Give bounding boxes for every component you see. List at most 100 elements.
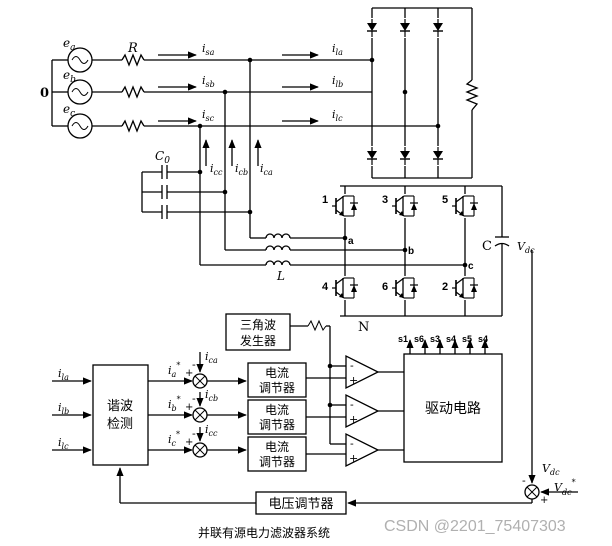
sum-junction-c	[192, 442, 208, 458]
cur-reg-c-line2: 调节器	[259, 455, 295, 469]
switch-1-label: 1	[322, 194, 328, 206]
svg-text:ec: ec	[63, 102, 75, 119]
svg-text:Vdc*: Vdc*	[554, 478, 576, 497]
switch-4-label: 4	[322, 281, 329, 293]
cur-reg-b-line1: 电流	[265, 403, 289, 417]
gate-out-2: s6	[414, 334, 424, 344]
icb-sub: cb	[239, 168, 249, 177]
fb-icb-sym: i	[205, 388, 209, 401]
svg-text:Vdc: Vdc	[542, 462, 560, 477]
vdc-sym: V	[517, 240, 526, 253]
node-b-label: b	[408, 246, 414, 257]
inductor-c	[265, 260, 291, 266]
triangle-gen-line2: 发生器	[240, 333, 276, 348]
triangle-wave-icon	[307, 319, 327, 332]
ia-ref-sub: a	[172, 370, 177, 379]
fb-icc-sub: cc	[209, 429, 218, 438]
gate-out-1: s1	[398, 334, 408, 344]
source-b: eb	[63, 68, 93, 105]
cur-reg-a-line1: 电流	[265, 366, 289, 380]
capacitor-c0: C0	[141, 149, 253, 219]
node-c-label: c	[468, 261, 474, 272]
sum-c-minus: -	[192, 427, 196, 440]
gate-out-4: s4	[446, 334, 456, 344]
ic-ref-sup: *	[176, 430, 180, 439]
comp-a-plus: +	[349, 374, 358, 387]
svg-text:isb: isb	[202, 74, 215, 89]
svg-text:ilc: ilc	[332, 108, 343, 123]
source-a-sub: a	[70, 43, 75, 53]
detect-ilc-sym: i	[58, 436, 62, 449]
three-phase-source: 0 ea eb ec R isa isb	[40, 36, 441, 139]
ila-sym: i	[332, 42, 336, 55]
isb-sub: sb	[206, 80, 215, 89]
gate-out-5: s5	[462, 334, 472, 344]
fb-ica-sub: ca	[209, 356, 218, 365]
comparator-c: - +	[345, 432, 380, 468]
svg-text:ib*: ib*	[168, 395, 181, 413]
drive-circuit-block	[403, 353, 503, 463]
isc-sub: sc	[206, 114, 215, 123]
gate-out-3: s3	[430, 334, 440, 344]
svg-text:icb: icb	[205, 388, 218, 403]
resistor-a	[121, 53, 145, 67]
ic-ref-sym: i	[168, 433, 172, 446]
svg-text:icc: icc	[205, 423, 218, 438]
bus-n-label: N	[358, 320, 369, 335]
comparator-b: - +	[345, 393, 380, 429]
control-section: 三角波 发生器 谐波 检测 ila ilb ilc ia* ib* ic*	[52, 250, 578, 515]
source-a-sym: e	[63, 36, 70, 50]
svg-text:ea: ea	[63, 36, 75, 53]
svg-text:isc: isc	[202, 108, 215, 123]
cur-reg-a-line2: 调节器	[259, 381, 295, 395]
compensation-branches: icc icb ica C0 L	[141, 60, 474, 283]
svg-text:icc: icc	[210, 162, 223, 177]
vdc-ref-sym: V	[554, 481, 563, 494]
svg-text:ica: ica	[205, 350, 218, 365]
resistor-b	[121, 85, 145, 99]
switch-2-label: 2	[442, 281, 448, 293]
node-a-label: a	[348, 236, 354, 247]
ib-ref-sym: i	[168, 398, 172, 411]
isa-sub: sa	[206, 48, 215, 57]
svg-text:ia*: ia*	[168, 361, 180, 379]
source-a: ea	[63, 36, 93, 73]
svg-text:C0: C0	[155, 149, 170, 166]
triangle-gen-line1: 三角波	[240, 318, 276, 332]
sum-junction-a	[192, 373, 208, 389]
harmonic-detection-block	[92, 364, 149, 466]
neutral-label: 0	[40, 86, 49, 101]
inductor-label: L	[276, 269, 285, 283]
source-c-sym: e	[63, 102, 70, 116]
icb-sym: i	[235, 162, 239, 175]
svg-text:icb: icb	[235, 162, 248, 177]
switch-5-label: 5	[442, 194, 448, 206]
diode-rectifier-load	[364, 7, 479, 179]
sum-b-plus: +	[185, 402, 193, 413]
ica-sym: i	[260, 162, 264, 175]
comp-a-minus: -	[350, 359, 354, 372]
current-regulator-b: 电流 调节器	[247, 399, 307, 435]
vdc-fb-sub: dc	[550, 468, 560, 477]
ia-ref-sup: *	[176, 361, 180, 370]
switch-3-label: 3	[382, 194, 388, 206]
fb-icb-sub: cb	[209, 394, 219, 403]
svg-text:ilb: ilb	[58, 401, 69, 416]
svg-text:ila: ila	[332, 42, 343, 57]
icc-sym: i	[210, 162, 214, 175]
vsum-plus: +	[540, 495, 548, 506]
ilc-sym: i	[332, 108, 336, 121]
ilb-sub: lb	[336, 80, 344, 89]
sum-c-plus: +	[185, 437, 193, 448]
inductor-b	[265, 245, 291, 251]
detect-ila-sym: i	[58, 367, 62, 380]
svg-text:Vdc: Vdc	[517, 240, 535, 255]
ilb-sym: i	[332, 74, 336, 87]
comp-c-plus: +	[349, 452, 358, 465]
vdc-fb-sym: V	[542, 462, 551, 475]
isb-sym: i	[202, 74, 206, 87]
voltage-sum-junction	[524, 484, 540, 500]
source-b-sym: e	[63, 68, 70, 82]
comp-c-minus: -	[350, 437, 354, 450]
